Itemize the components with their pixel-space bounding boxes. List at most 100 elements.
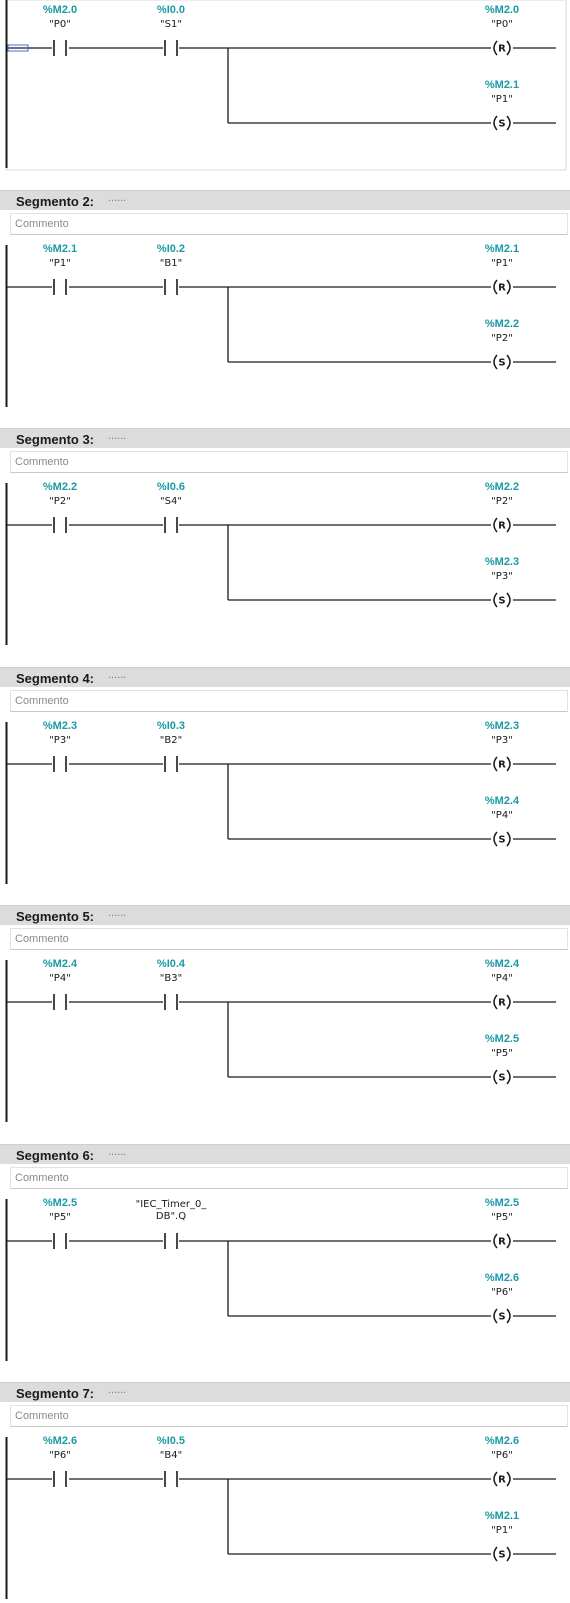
- coil-symbol: "P1": [491, 1525, 513, 1536]
- set-coil[interactable]: S%M2.5"P5": [485, 1033, 519, 1085]
- coil-symbol: "P3": [491, 571, 513, 582]
- segment-name-placeholder[interactable]: ......: [108, 907, 127, 919]
- contact-symbol: "IEC_Timer_0_: [136, 1199, 208, 1210]
- set-coil[interactable]: S%M2.4"P4": [485, 795, 520, 846]
- coil-paren-right: [506, 994, 511, 1010]
- selected-network-frame: [5, 0, 567, 171]
- segment-comment-text: Commento: [15, 933, 69, 945]
- ladder-rung-canvas: %M2.5"P5""IEC_Timer_0_DB".QR%M2.5"P5"S%M…: [5, 1197, 556, 1361]
- coil-type-letter: R: [498, 1475, 506, 1486]
- coil-address: %M2.2: [485, 481, 519, 493]
- coil-type-letter: R: [498, 282, 506, 293]
- contact-symbol: "B2": [160, 735, 182, 746]
- coil-address: %M2.1: [485, 1510, 519, 1522]
- contact-symbol: "P0": [49, 19, 71, 30]
- ladder-rung-canvas: %M2.6"P6"%I0.5"B4"R%M2.6"P6"S%M2.1"P1": [5, 1435, 556, 1599]
- segment-comment-field[interactable]: Commento: [10, 928, 568, 950]
- segment-comment-text: Commento: [15, 456, 69, 468]
- coil-paren-left: [493, 994, 498, 1010]
- reset-coil[interactable]: R%M2.0"P0": [485, 4, 519, 56]
- segment-name-placeholder[interactable]: ......: [108, 430, 127, 442]
- ladder-network[interactable]: %M2.6"P6"%I0.5"B4"R%M2.6"P6"S%M2.1"P1": [0, 1427, 570, 1603]
- reset-coil[interactable]: R%M2.2"P2": [485, 481, 519, 533]
- reset-coil[interactable]: R%M2.4"P4": [485, 958, 520, 1010]
- coil-symbol: "P6": [491, 1287, 513, 1298]
- normally-open-contact[interactable]: "IEC_Timer_0_DB".Q: [136, 1199, 208, 1249]
- ladder-rung-canvas: %M2.0"P0" %I0.0"S1" R%M2.0"P0" S%M2.1"P1": [5, 0, 567, 171]
- segment-comment-field[interactable]: Commento: [10, 1405, 568, 1427]
- segment-title-bar[interactable]: Segmento 5:......: [0, 905, 570, 925]
- reset-coil[interactable]: R%M2.3"P3": [485, 720, 519, 771]
- coil-address: %M2.5: [485, 1197, 519, 1209]
- normally-open-contact[interactable]: %I0.2"B1": [157, 243, 185, 295]
- normally-open-contact[interactable]: %M2.5"P5": [43, 1197, 77, 1249]
- normally-open-contact[interactable]: %I0.0"S1": [157, 4, 185, 56]
- normally-open-contact[interactable]: %M2.6 "P6": [43, 1435, 77, 1487]
- ladder-network[interactable]: %M2.0"P0" %I0.0"S1" R%M2.0"P0" S%M2.1"P1": [0, 0, 570, 172]
- coil-type-letter: S: [498, 1311, 505, 1322]
- ladder-network[interactable]: %M2.2"P2"%I0.6"S4"R%M2.2"P2"S%M2.3"P3": [0, 473, 570, 649]
- normally-open-contact[interactable]: %M2.1"P1": [43, 243, 77, 295]
- contact-symbol: "P3": [49, 735, 71, 746]
- set-coil[interactable]: S%M2.6"P6": [485, 1272, 519, 1323]
- segment-comment-field[interactable]: Commento: [10, 1166, 568, 1189]
- segment-name-placeholder[interactable]: ......: [108, 668, 127, 681]
- normally-open-contact[interactable]: %M2.3 "P3": [43, 720, 77, 772]
- coil-paren-left: [493, 1546, 498, 1562]
- coil-address: %M2.3: [485, 720, 519, 732]
- coil-symbol: "P2": [491, 496, 513, 507]
- ladder-network[interactable]: %M2.4 "P4" %I0.4"B3" R%M2.4"P4" S%M2.5"P5": [0, 950, 570, 1126]
- contact-symbol: "S4": [160, 496, 182, 507]
- coil-address: %M2.5: [485, 1033, 519, 1045]
- coil-paren-right: [506, 517, 511, 533]
- ladder-rung-canvas: %M2.1"P1" %I0.2"B1" R%M2.1"P1" S%M2.2"P2": [5, 243, 556, 407]
- ladder-network[interactable]: %M2.1"P1" %I0.2"B1" R%M2.1"P1" S%M2.2"P2": [0, 235, 570, 411]
- normally-open-contact[interactable]: %M2.2"P2": [43, 481, 77, 533]
- segment-comment-field[interactable]: Commento: [10, 212, 568, 235]
- normally-open-contact[interactable]: %I0.4"B3": [157, 958, 186, 1010]
- segment-title-bar[interactable]: Segmento 6:......: [0, 1143, 570, 1164]
- set-coil[interactable]: S%M2.1"P1": [485, 79, 519, 131]
- segment-name-placeholder[interactable]: ......: [108, 1145, 127, 1158]
- normally-open-contact[interactable]: %M2.0"P0": [43, 4, 77, 56]
- segment-comment-field[interactable]: Commento: [10, 451, 568, 473]
- set-coil[interactable]: S%M2.3"P3": [485, 556, 519, 608]
- coil-paren-right: [506, 1308, 511, 1323]
- segment-title: Segmento 2:: [16, 193, 95, 209]
- segment-title-bar[interactable]: Segmento 7:......: [0, 1382, 570, 1402]
- coil-paren-right: [506, 1471, 511, 1487]
- coil-type-letter: S: [498, 119, 505, 130]
- coil-symbol: "P0": [491, 19, 513, 30]
- contact-address: %M2.4: [43, 958, 78, 970]
- segment-title-bar[interactable]: Segmento 3:......: [0, 428, 570, 448]
- normally-open-contact[interactable]: %I0.3"B2": [157, 720, 185, 772]
- set-coil[interactable]: S%M2.1"P1": [485, 1510, 519, 1562]
- coil-address: %M2.2: [485, 318, 519, 330]
- segment-name-placeholder[interactable]: ......: [108, 1384, 127, 1396]
- coil-symbol: "P1": [491, 258, 513, 269]
- coil-paren-left: [493, 1233, 498, 1248]
- segment-comment-field[interactable]: Commento: [10, 689, 568, 712]
- ladder-network[interactable]: %M2.3 "P3" %I0.3"B2" R%M2.3"P3" S%M2.4"P4": [0, 712, 570, 888]
- normally-open-contact[interactable]: %M2.4 "P4": [43, 958, 78, 1010]
- contact-address: %I0.2: [157, 243, 185, 255]
- coil-symbol: "P4": [491, 810, 513, 821]
- contact-address: %M2.3: [43, 720, 77, 732]
- contact-address: %I0.0: [157, 4, 185, 16]
- normally-open-contact[interactable]: %I0.5"B4": [157, 1435, 185, 1487]
- normally-open-contact[interactable]: %I0.6"S4": [157, 481, 185, 533]
- contact-address: %M2.6: [43, 1435, 77, 1447]
- coil-address: %M2.6: [485, 1435, 519, 1447]
- reset-coil[interactable]: R%M2.1"P1": [485, 243, 519, 294]
- segment-title-bar[interactable]: Segmento 2:......: [0, 189, 570, 210]
- coil-paren-left: [493, 517, 498, 533]
- segment-title-bar[interactable]: Segmento 4:......: [0, 666, 570, 687]
- contact-symbol: "P6": [49, 1450, 71, 1461]
- reset-coil[interactable]: R%M2.5"P5": [485, 1197, 519, 1248]
- set-coil[interactable]: S%M2.2"P2": [485, 318, 519, 369]
- segment-name-placeholder[interactable]: ......: [108, 191, 127, 204]
- reset-coil[interactable]: R%M2.6"P6": [485, 1435, 519, 1487]
- contact-symbol: "P4": [49, 973, 71, 984]
